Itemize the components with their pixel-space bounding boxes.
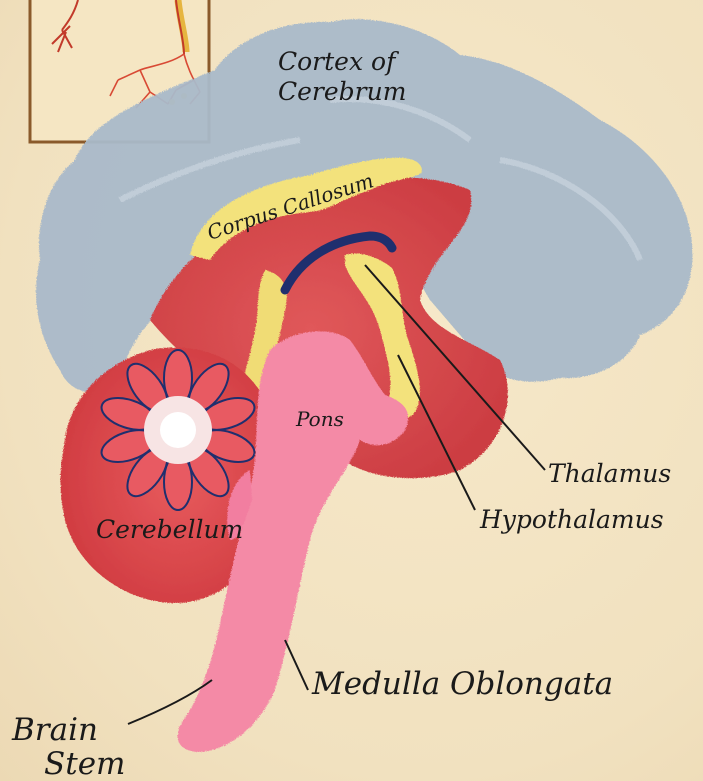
medulla-oblongata-label: Medulla Oblongata — [311, 666, 613, 702]
brain-stem-label-line1: Brain — [11, 712, 98, 748]
pons-label: Pons — [295, 407, 344, 431]
cortex-label-line2: Cerebrum — [278, 77, 406, 106]
brain-stem-label-line2: Stem — [44, 746, 125, 781]
cortex-label-line1: Cortex of — [278, 47, 399, 76]
hypothalamus-label: Hypothalamus — [479, 505, 664, 534]
thalamus-label: Thalamus — [548, 459, 671, 488]
medulla-leader — [285, 640, 308, 690]
cerebellum-label: Cerebellum — [96, 515, 243, 544]
